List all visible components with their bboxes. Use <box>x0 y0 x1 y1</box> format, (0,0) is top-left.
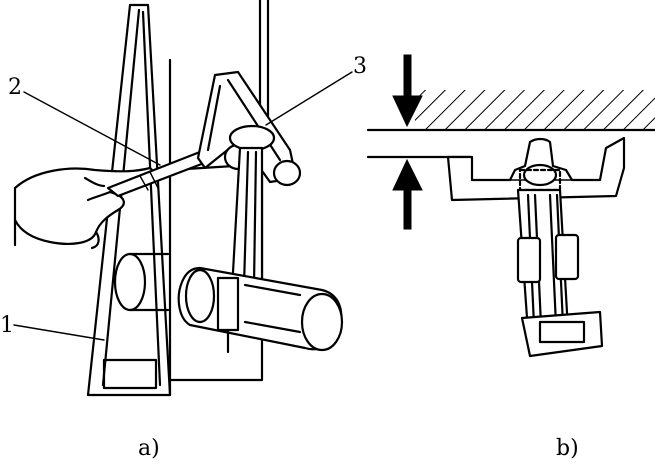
connecting-rod-b <box>516 188 604 358</box>
callout-label-3: 3 <box>353 54 367 79</box>
callout-label-1: 1 <box>0 313 14 338</box>
connecting-rod <box>177 124 344 354</box>
rod-fixture-b <box>446 136 626 202</box>
panel-b: b) <box>366 54 655 461</box>
reference-surface <box>366 90 655 132</box>
panel-a: 1 2 3 a) <box>0 0 367 461</box>
stand-frame <box>86 0 270 397</box>
caption-a: a) <box>138 436 160 461</box>
gap-arrow-top <box>392 54 423 128</box>
callout-leaders-a <box>13 71 353 341</box>
caption-b: b) <box>556 436 579 461</box>
gap-arrow-bottom <box>392 158 423 230</box>
callout-label-2: 2 <box>8 75 22 100</box>
